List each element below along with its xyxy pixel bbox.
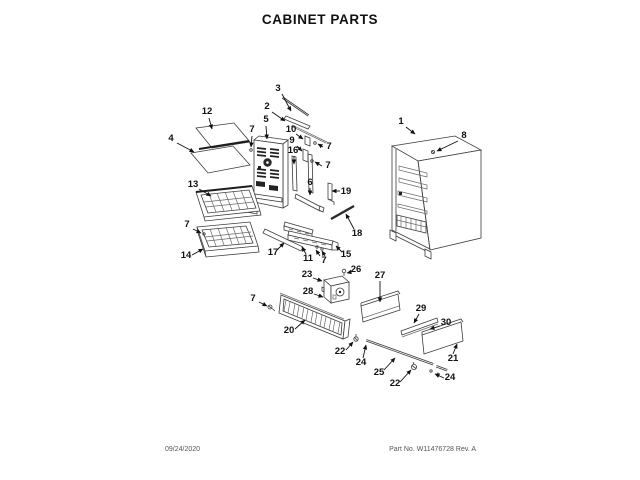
glass-shelf-upper (195, 122, 251, 150)
page-title: CABINET PARTS (261, 12, 379, 27)
callout-24-a: 24 (356, 357, 367, 368)
callout-28: 28 (303, 286, 314, 297)
bracket-19 (327, 182, 335, 205)
callout-26: 26 (351, 264, 362, 275)
callout-5: 5 (263, 114, 269, 125)
screw-26 (341, 268, 347, 276)
callout-3: 3 (275, 83, 280, 94)
callout-12: 12 (202, 106, 213, 117)
screw-22-left (353, 334, 359, 342)
rod-18 (330, 204, 355, 221)
cabinet-shell (389, 135, 483, 260)
callout-15: 15 (341, 249, 352, 260)
callouts: 3 2 5 12 4 7 10 9 16 7 7 1 8 (168, 83, 466, 389)
callout-29: 29 (416, 303, 427, 314)
callout-24-b: 24 (445, 372, 456, 383)
cabinet-top-screw (430, 149, 435, 154)
callout-7-a: 7 (249, 124, 254, 135)
wire-shelf-14 (196, 221, 260, 258)
callout-13: 13 (188, 179, 199, 190)
wire-shelf-13 (195, 185, 262, 222)
callout-7-e: 7 (321, 255, 326, 266)
callout-21: 21 (448, 353, 459, 364)
callout-7-d: 7 (184, 219, 189, 230)
glass-shelf-lower (190, 145, 251, 174)
callout-7-f: 7 (250, 293, 255, 304)
callout-6: 6 (307, 177, 312, 188)
top-trim-rail (281, 96, 310, 117)
panel-27 (360, 290, 401, 323)
callout-27: 27 (375, 270, 386, 281)
callout-25: 25 (374, 367, 385, 378)
bracket-6 (294, 153, 325, 213)
footer-date: 09/24/2020 (165, 446, 201, 453)
strip-16 (291, 155, 298, 192)
callout-9: 9 (289, 135, 294, 146)
callout-11: 11 (303, 253, 314, 264)
callout-1: 1 (398, 116, 404, 127)
bracket-10 (304, 135, 311, 147)
callout-4: 4 (168, 133, 174, 144)
callout-7-b: 7 (326, 141, 331, 152)
callout-14: 14 (181, 250, 192, 261)
rod-25 (353, 334, 448, 376)
callout-23: 23 (302, 269, 313, 280)
nut-22-right (410, 361, 417, 370)
callout-22-a: 22 (335, 346, 346, 357)
small-screws (249, 141, 317, 163)
grille-20 (278, 292, 351, 340)
screw-7-grille (267, 304, 276, 312)
callout-19: 19 (341, 186, 352, 197)
callout-30: 30 (441, 317, 452, 328)
callout-17: 17 (268, 247, 279, 258)
footer-part-number: Part No. W11476728 Rev. A (389, 446, 476, 453)
callout-10: 10 (286, 124, 297, 135)
callout-2: 2 (264, 101, 269, 112)
strip-17 (262, 228, 304, 252)
rail-assembly (283, 221, 339, 251)
bracket-9 (302, 148, 309, 163)
callout-8: 8 (461, 130, 466, 141)
callout-18: 18 (352, 228, 363, 239)
callout-20: 20 (284, 325, 295, 336)
callout-7-c: 7 (325, 160, 330, 171)
callout-16: 16 (288, 145, 299, 156)
pump-box (321, 275, 350, 304)
cabinet-wire-shelf (396, 214, 427, 234)
callout-22-b: 22 (390, 378, 401, 389)
